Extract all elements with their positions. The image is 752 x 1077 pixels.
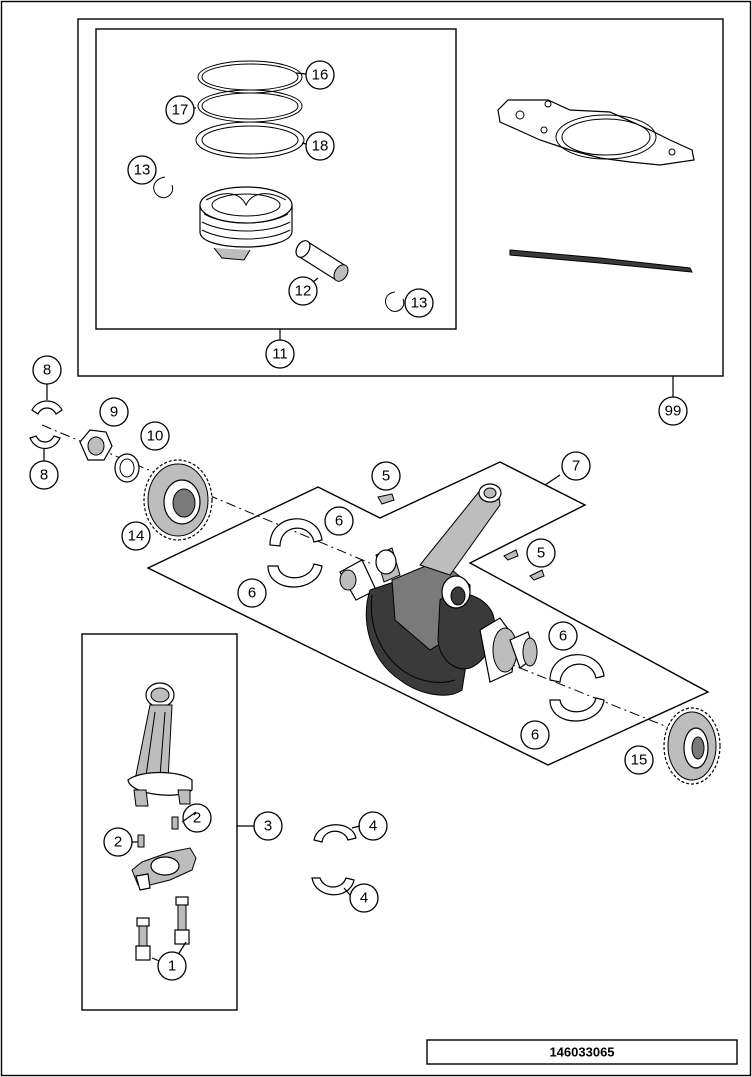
key-5-top bbox=[377, 493, 395, 505]
svg-text:8: 8 bbox=[43, 362, 51, 379]
callout-3: 3 bbox=[253, 811, 283, 841]
nut-9 bbox=[79, 429, 113, 461]
connecting-rod-bolt-right bbox=[174, 896, 190, 945]
svg-text:5: 5 bbox=[537, 545, 545, 562]
svg-text:6: 6 bbox=[335, 513, 343, 530]
svg-text:1: 1 bbox=[168, 958, 176, 975]
bearing-shell-6-lower-left bbox=[267, 563, 323, 588]
callout-99: 99 bbox=[658, 396, 688, 426]
circlip-13-right bbox=[385, 291, 405, 312]
svg-text:4: 4 bbox=[369, 818, 377, 835]
piston-ring-17 bbox=[197, 89, 303, 123]
svg-text:8: 8 bbox=[40, 467, 48, 484]
bearing-shell-6-upper-left bbox=[269, 518, 323, 547]
callout-8-bottom: 8 bbox=[29, 460, 59, 490]
callout-18: 18 bbox=[305, 131, 335, 161]
callout-11: 11 bbox=[265, 339, 295, 369]
bearing-shell-6-upper-right bbox=[549, 654, 605, 683]
svg-text:17: 17 bbox=[172, 102, 189, 119]
gasket-set-frame bbox=[77, 18, 724, 377]
washer-10 bbox=[114, 453, 140, 483]
crankshaft bbox=[339, 483, 538, 696]
callout-14: 14 bbox=[121, 521, 151, 551]
crankshaft-group-outline bbox=[146, 461, 710, 766]
svg-text:14: 14 bbox=[128, 528, 145, 545]
callout-9: 9 bbox=[99, 397, 129, 427]
piston-pin-12 bbox=[295, 240, 349, 282]
piston bbox=[199, 186, 293, 261]
svg-text:4: 4 bbox=[360, 890, 368, 907]
svg-text:6: 6 bbox=[559, 628, 567, 645]
connecting-rod-cap bbox=[131, 847, 197, 891]
svg-text:6: 6 bbox=[531, 727, 539, 744]
callout-1: 1 bbox=[157, 951, 187, 981]
document-number: 146033065 bbox=[549, 1045, 614, 1060]
bearing-shell-8-lower bbox=[29, 435, 61, 450]
svg-text:18: 18 bbox=[312, 138, 329, 155]
callout-16: 16 bbox=[305, 60, 335, 90]
callout-5-top: 5 bbox=[371, 461, 401, 491]
circlip-13-left bbox=[153, 176, 174, 199]
bearing-shell-8-upper bbox=[31, 400, 63, 415]
callout-4-top: 4 bbox=[358, 811, 388, 841]
piston-ring-16 bbox=[197, 60, 303, 94]
svg-text:6: 6 bbox=[248, 585, 256, 602]
callout-10: 10 bbox=[140, 421, 170, 451]
svg-text:7: 7 bbox=[572, 458, 580, 475]
svg-text:13: 13 bbox=[134, 162, 151, 179]
bearing-shell-6-lower-right bbox=[549, 697, 605, 722]
svg-text:5: 5 bbox=[382, 468, 390, 485]
svg-text:10: 10 bbox=[147, 428, 164, 445]
callout-6-upper-left: 6 bbox=[324, 506, 354, 536]
svg-text:13: 13 bbox=[411, 295, 428, 312]
callout-6-lower-left: 6 bbox=[237, 578, 267, 608]
callout-2-right: 2 bbox=[182, 803, 212, 833]
callout-13-right: 13 bbox=[404, 288, 434, 318]
callout-8-top: 8 bbox=[32, 355, 62, 385]
svg-text:15: 15 bbox=[631, 752, 648, 769]
callout-6-lower-right: 6 bbox=[520, 720, 550, 750]
piston-kit-frame bbox=[95, 28, 457, 330]
cylinder-head-gasket bbox=[497, 99, 695, 166]
svg-text:99: 99 bbox=[665, 403, 682, 420]
callout-2-left: 2 bbox=[103, 827, 133, 857]
key-5-right-b bbox=[529, 569, 545, 581]
callout-13-left: 13 bbox=[127, 155, 157, 185]
bearing-shell-4-upper bbox=[313, 824, 357, 843]
svg-text:9: 9 bbox=[110, 404, 118, 421]
connecting-rod-bolt-left bbox=[135, 917, 151, 961]
connecting-rod-frame bbox=[81, 633, 238, 1011]
svg-text:3: 3 bbox=[264, 818, 272, 835]
document-number-box: 146033065 bbox=[426, 1039, 738, 1065]
callout-17: 17 bbox=[165, 95, 195, 125]
gear-15 bbox=[663, 707, 721, 785]
key-5-right-a bbox=[503, 549, 519, 561]
svg-text:2: 2 bbox=[114, 834, 122, 851]
piston-ring-18 bbox=[195, 121, 305, 159]
connecting-rod bbox=[127, 682, 193, 807]
callout-6-upper-right: 6 bbox=[548, 621, 578, 651]
svg-text:16: 16 bbox=[312, 67, 329, 84]
callout-5-right: 5 bbox=[526, 538, 556, 568]
gasket-strip bbox=[509, 249, 693, 273]
callout-15: 15 bbox=[624, 745, 654, 775]
dowel-2-right bbox=[171, 816, 179, 830]
svg-text:11: 11 bbox=[272, 346, 288, 363]
callout-4-bottom: 4 bbox=[349, 883, 379, 913]
callout-12: 12 bbox=[288, 276, 318, 306]
dowel-2-left bbox=[137, 834, 145, 848]
bearing-shell-4-lower bbox=[311, 877, 355, 896]
callout-7: 7 bbox=[561, 451, 591, 481]
svg-text:12: 12 bbox=[295, 283, 312, 300]
svg-text:2: 2 bbox=[193, 810, 201, 827]
gear-14 bbox=[143, 459, 213, 541]
